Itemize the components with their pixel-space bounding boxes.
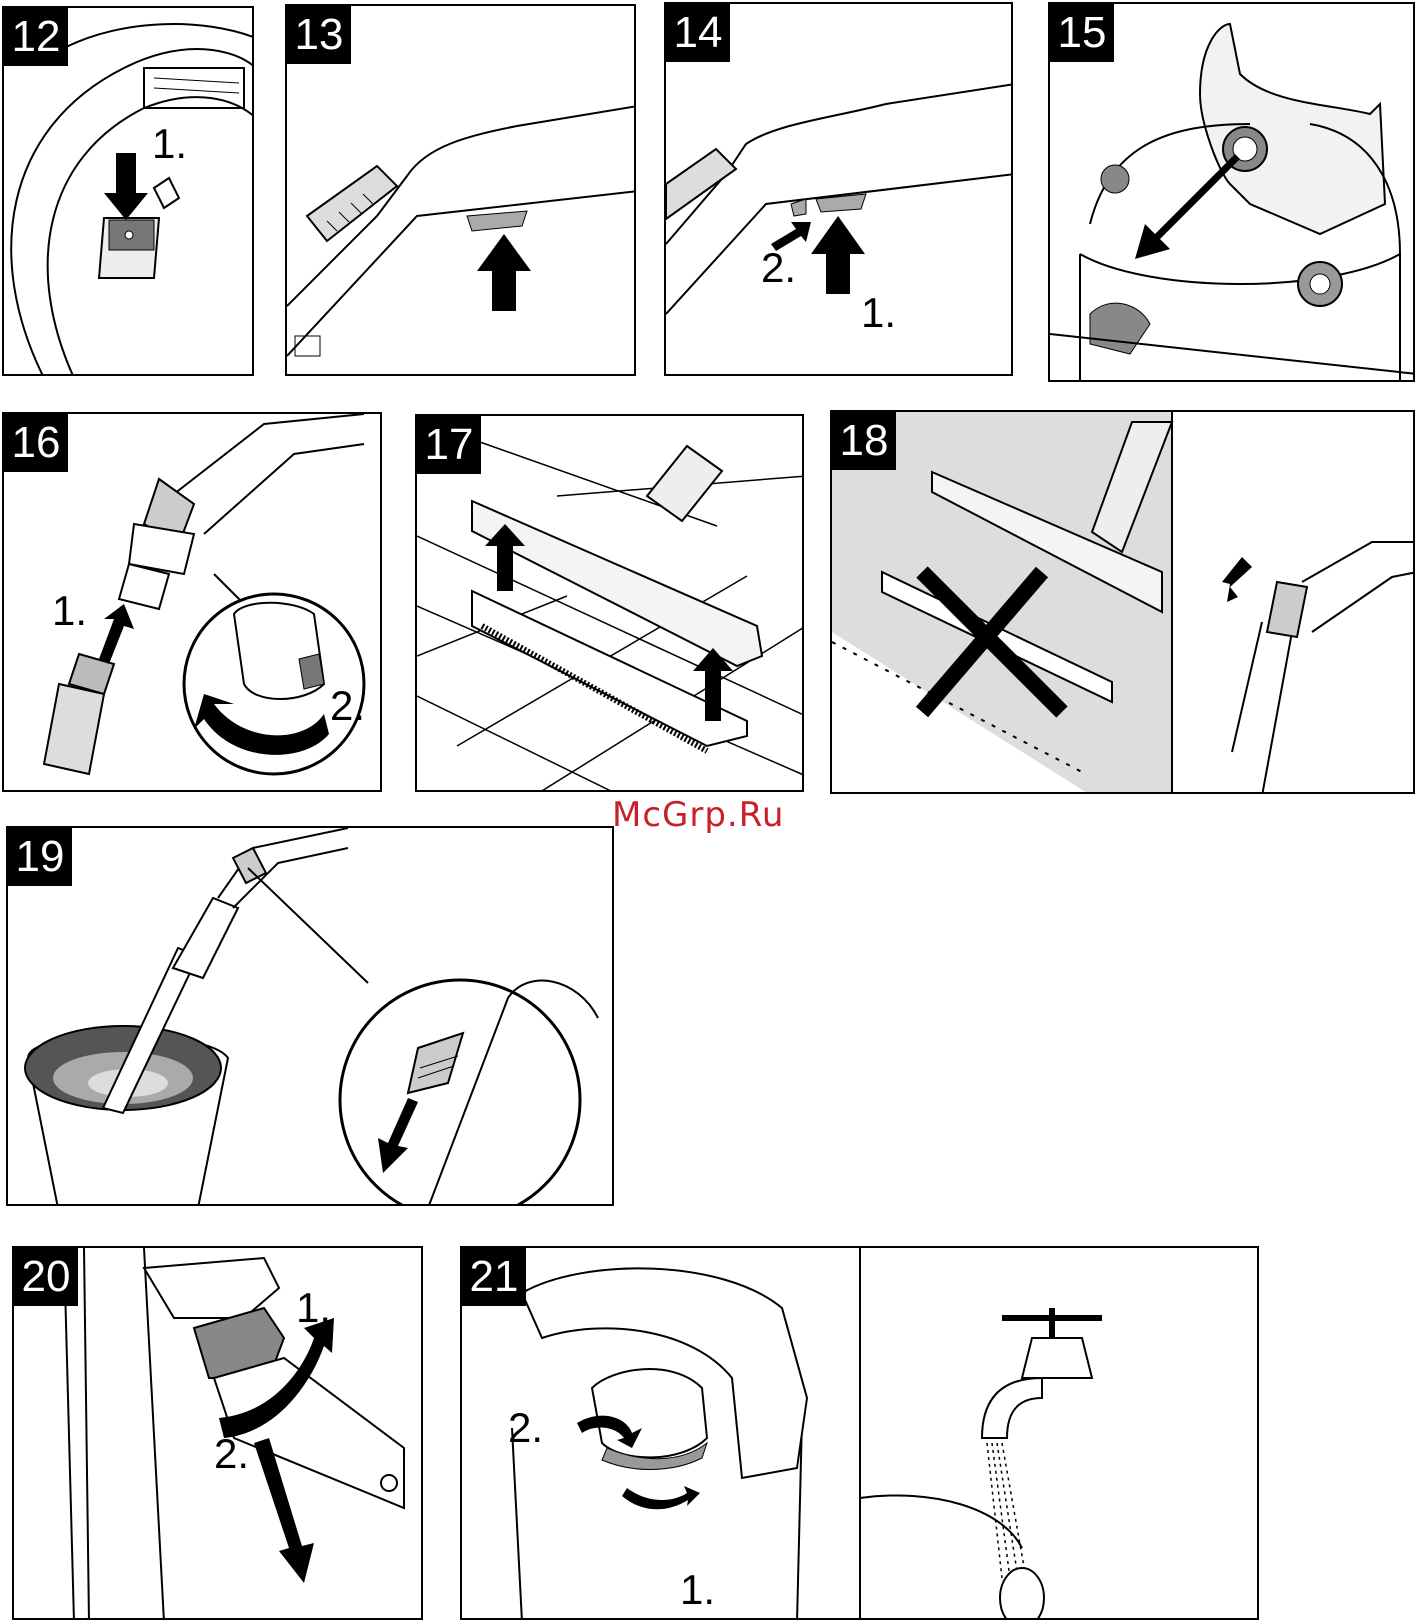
step-1-label: 1. xyxy=(861,289,896,337)
figure-number: 18 xyxy=(832,412,896,470)
step-2-label: 2. xyxy=(214,1430,249,1478)
figure-number: 14 xyxy=(666,4,730,62)
figure-18: 18 xyxy=(830,410,1415,794)
figure-number: 20 xyxy=(14,1248,78,1306)
step-2-label: 2. xyxy=(761,244,796,292)
figure-14: 14 2. 1. xyxy=(664,2,1013,376)
figure-number: 13 xyxy=(287,6,351,64)
figure-number: 12 xyxy=(4,8,68,66)
figure-number: 17 xyxy=(417,416,481,474)
watermark: McGrp.Ru xyxy=(612,795,784,835)
figure-19: 19 xyxy=(6,826,614,1206)
figure-21: 21 2. 1. xyxy=(460,1246,1259,1620)
figure-number: 15 xyxy=(1050,4,1114,62)
figure-17: 17 xyxy=(415,414,804,792)
floor-nozzle-misuse-illustration xyxy=(832,412,1415,794)
figure-15: 15 xyxy=(1048,2,1415,382)
figure-13: 13 xyxy=(285,4,636,376)
figure-number: 16 xyxy=(4,414,68,472)
figure-20: 20 1. 2. xyxy=(12,1246,423,1620)
step-1-label: 1. xyxy=(152,120,187,168)
figure-number: 21 xyxy=(462,1248,526,1306)
step-2-label: 2. xyxy=(508,1404,543,1452)
step-2-label: 2. xyxy=(330,682,365,730)
figure-number: 19 xyxy=(8,828,72,886)
filter-cleaning-illustration xyxy=(462,1248,1259,1620)
liquid-suction-illustration xyxy=(8,828,614,1206)
figure-16: 16 1. 2. xyxy=(2,412,382,792)
figure-12: 12 1. xyxy=(2,6,254,376)
step-1-label: 1. xyxy=(680,1566,715,1614)
step-1-label: 1. xyxy=(52,587,87,635)
step-1-label: 1. xyxy=(296,1284,331,1332)
